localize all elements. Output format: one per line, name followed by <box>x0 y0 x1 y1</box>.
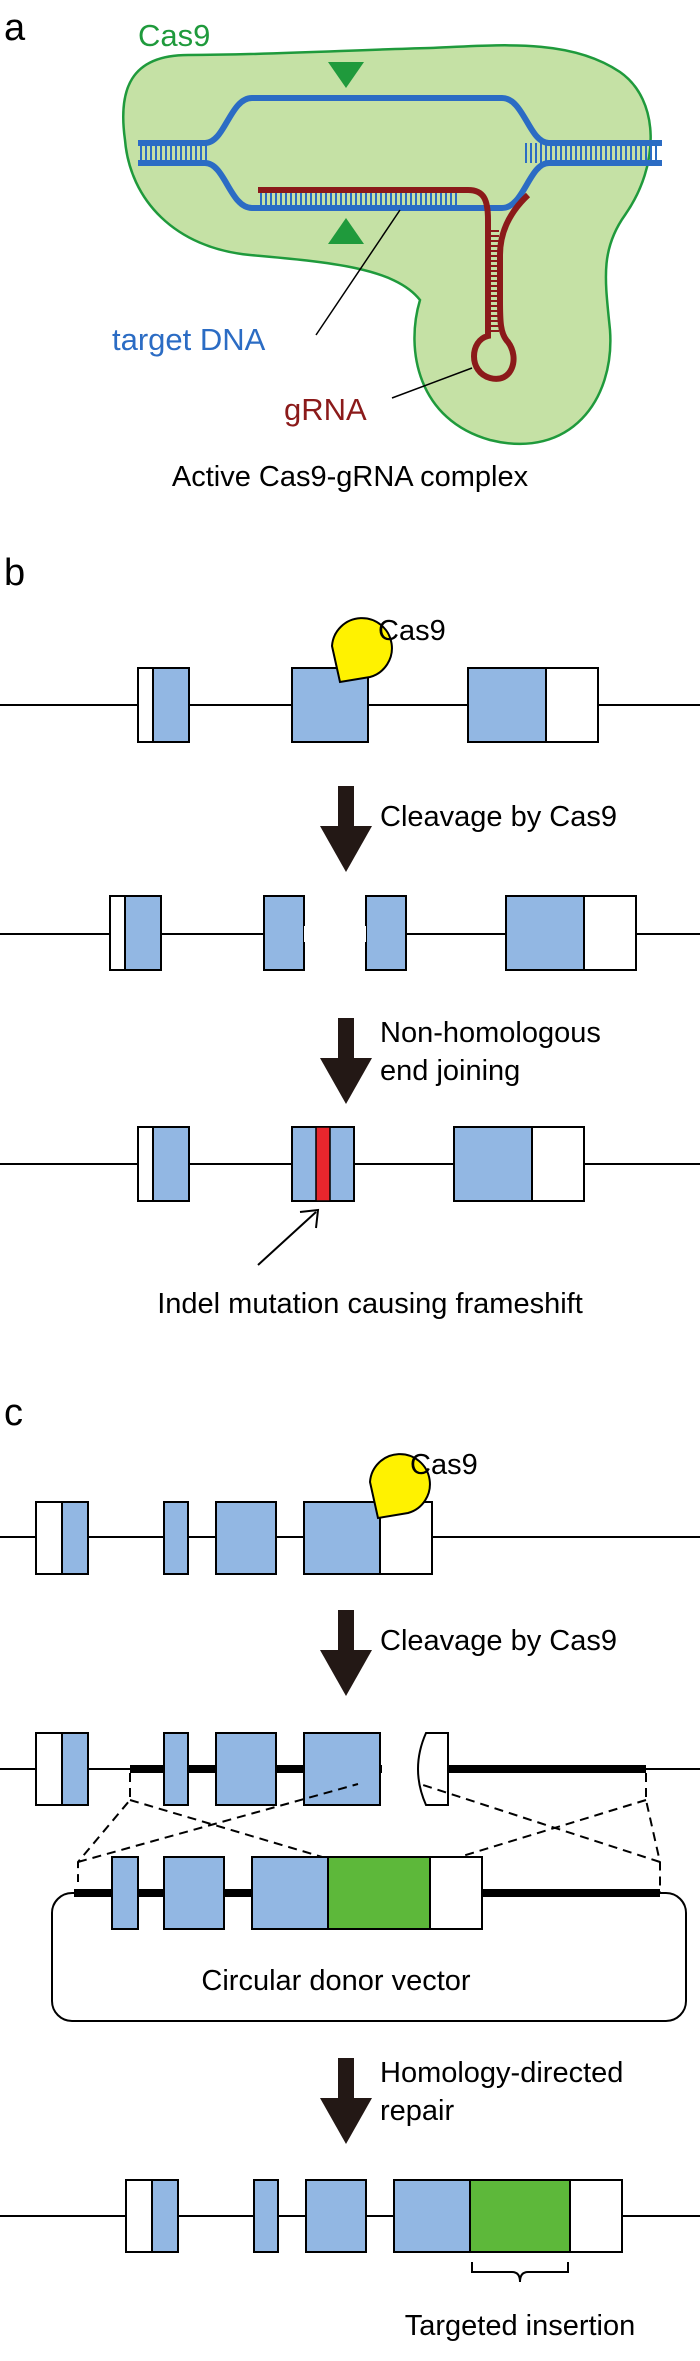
exon-box <box>453 1126 533 1202</box>
panel-a-caption: Active Cas9-gRNA complex <box>172 461 529 493</box>
cas9-label-b: Cas9 <box>378 615 446 647</box>
gene-row-c2 <box>0 1732 700 1806</box>
inserted-cassette <box>469 2179 571 2253</box>
exon-box <box>111 1856 139 1930</box>
dna-rungs-right <box>525 143 660 163</box>
exon-box <box>303 1501 381 1575</box>
gene-row-c1: Cas9 <box>0 1449 700 1575</box>
panel-a: a Cas9 target DNA gRNA Active Cas9-gRNA … <box>4 7 662 493</box>
circular-donor-vector: Circular donor vector <box>51 1856 687 2022</box>
panel-c-letter: c <box>4 1392 23 1434</box>
cas9-label-c: Cas9 <box>410 1449 478 1481</box>
step-hdr-label-2: repair <box>380 2095 454 2127</box>
grna-leader <box>391 367 473 399</box>
step-nhej-label-2: end joining <box>380 1055 520 1087</box>
indel-pointer-head <box>299 1208 320 1229</box>
exon-fragment-left <box>263 895 305 971</box>
cas9-pacman-icon <box>330 617 393 684</box>
panel-c: c Cas9 Cleavage by Cas9 <box>0 1392 700 2342</box>
panel-a-letter: a <box>4 7 26 49</box>
process-arrow <box>320 786 372 872</box>
exon-box <box>305 2179 367 2253</box>
grna-strand <box>258 187 531 382</box>
target-dna-bottom-strand <box>138 160 662 211</box>
exon-box <box>253 2179 279 2253</box>
exon-box <box>163 1732 189 1806</box>
indel-pointer-line <box>257 1211 317 1266</box>
step-nhej-label-1: Non-homologous <box>380 1017 601 1049</box>
insertion-label: Targeted insertion <box>405 2310 636 2342</box>
exon-box <box>124 895 162 971</box>
exon-box <box>61 1732 89 1806</box>
utr-box <box>137 667 154 743</box>
process-arrow <box>320 2058 372 2144</box>
gene-row-3 <box>0 1126 700 1202</box>
exon-box <box>393 2179 471 2253</box>
exon-box <box>505 895 585 971</box>
cas9-pacman-icon <box>368 1453 431 1520</box>
exon-box <box>467 667 547 743</box>
target-dna-leader <box>315 209 401 336</box>
cleavage-arrowhead-bottom <box>328 218 364 244</box>
step-cleavage-label-c: Cleavage by Cas9 <box>380 1625 617 1657</box>
exon-box <box>163 1856 225 1930</box>
grna-label: gRNA <box>284 392 367 427</box>
exon-box <box>215 1732 277 1806</box>
utr-box <box>583 895 637 971</box>
utr-box <box>569 2179 623 2253</box>
target-dna-label: target DNA <box>112 322 266 357</box>
utr-box <box>429 1856 483 1930</box>
exon-box <box>151 2179 179 2253</box>
insertion-bracket <box>471 2262 569 2283</box>
dna-rungs-left <box>138 143 208 163</box>
cleavage-arrowhead-top <box>328 62 364 88</box>
insert-cassette <box>327 1856 431 1930</box>
grna-dna-pairing-rungs <box>258 193 458 206</box>
exon-box <box>61 1501 89 1575</box>
utr-box <box>531 1126 585 1202</box>
step-hdr-label-1: Homology-directed <box>380 2057 623 2089</box>
indel-mutation-mark <box>315 1126 331 1202</box>
gene-row-2 <box>0 890 700 980</box>
exon-box <box>152 1126 190 1202</box>
exon-box <box>251 1856 329 1930</box>
exon-box <box>152 667 190 743</box>
target-dna-top-strand <box>138 95 662 146</box>
exon-box <box>303 1732 381 1806</box>
exon-fragment-right <box>365 895 407 971</box>
indel-label: Indel mutation causing frameshift <box>157 1288 583 1320</box>
process-arrow <box>320 1018 372 1104</box>
process-arrow <box>320 1610 372 1696</box>
panel-b: b Cas9 Cleavage by Cas9 <box>0 552 700 1320</box>
exon-box <box>215 1501 277 1575</box>
donor-vector-label: Circular donor vector <box>201 1965 470 1997</box>
cas9-label: Cas9 <box>138 18 210 53</box>
utr-box <box>545 667 599 743</box>
grna-stem-rungs <box>489 228 499 332</box>
gene-row-1: Cas9 <box>0 615 700 743</box>
exon-box <box>163 1501 189 1575</box>
cut-utr-box <box>417 1732 449 1806</box>
gene-row-c3 <box>0 2179 700 2253</box>
panel-b-letter: b <box>4 552 25 594</box>
cas9-protein-shape <box>121 44 652 446</box>
step-cleavage-label: Cleavage by Cas9 <box>380 801 617 833</box>
